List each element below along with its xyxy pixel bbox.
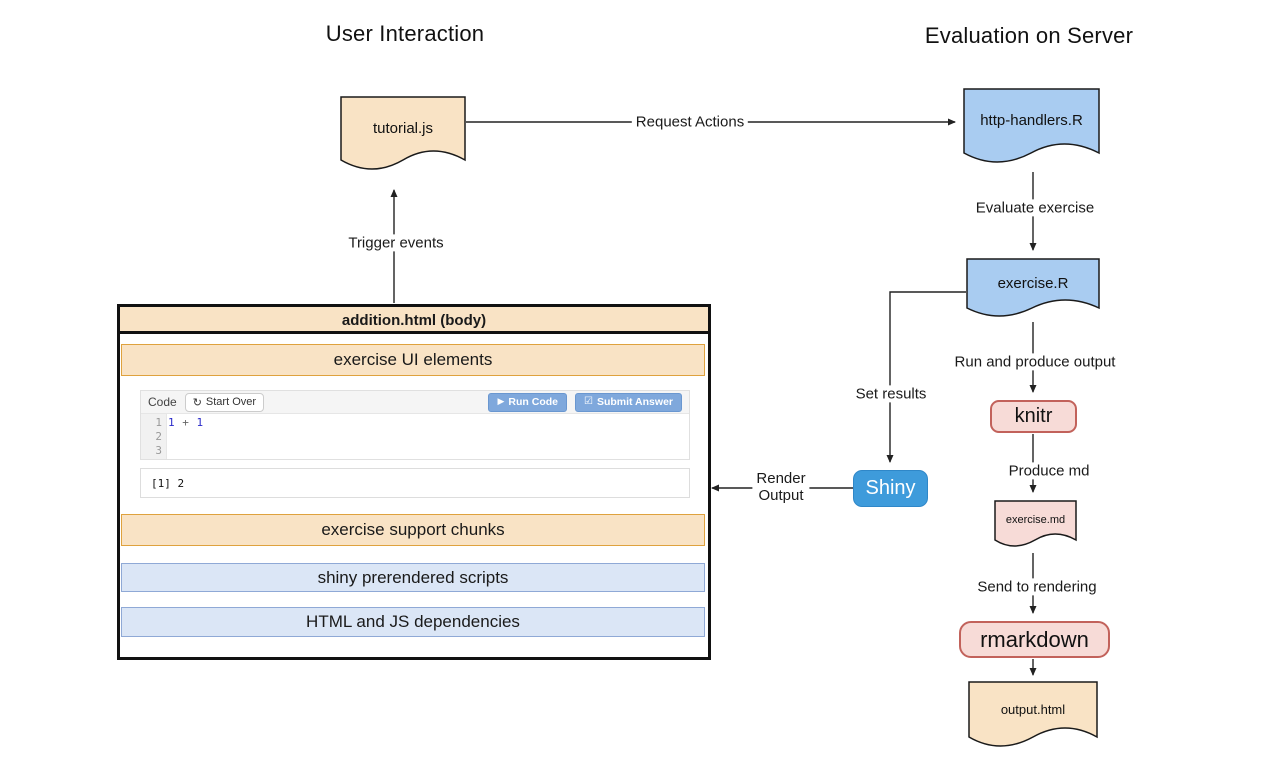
edge-label-request-actions: Request Actions [631,113,749,131]
node-label: exercise.md [1005,514,1066,526]
code-token: + [182,416,189,429]
document-shape-icon [340,96,466,170]
edge-label-run-produce: Run and produce output [950,353,1120,371]
right-column-title: Evaluation on Server [924,23,1134,48]
addition-html-box-title: addition.html (body) [120,307,708,334]
node-exercise-md: exercise.md [994,500,1077,552]
run-code-button[interactable]: ▶ Run Code [488,392,567,412]
document-shape-icon [968,681,1098,747]
edge-label-produce-md: Produce md [1004,462,1094,480]
code-editor[interactable]: 1 2 3 1 + 1 [141,414,689,459]
node-knitr: knitr [990,400,1077,433]
edge-label-send-rendering: Send to rendering [973,578,1101,596]
submit-answer-label: Submit Answer [596,396,673,408]
node-shiny: Shiny [853,470,928,507]
addition-html-box: addition.html (body) exercise UI element… [117,304,711,660]
edge-label-trigger-events: Trigger events [344,234,448,252]
node-tutorial-js: tutorial.js [340,96,466,177]
bar-shiny-prerendered-scripts: shiny prerendered scripts [121,563,705,592]
edge-label-render-output-line2: Output [758,487,804,504]
line-number: 3 [155,444,162,457]
node-http-handlers: http-handlers.R [963,88,1100,170]
code-label: Code [148,395,177,409]
exercise-output-box: [1] 2 [140,468,690,498]
run-code-label: Run Code [508,396,558,408]
code-token: 1 [196,416,204,429]
node-label: http-handlers.R [980,112,1083,129]
edge-label-set-results: Set results [851,385,931,403]
line-number: 2 [155,430,162,443]
edge-label-evaluate-exercise: Evaluate exercise [971,199,1099,217]
edge-label-render-output-line1: Render [756,469,806,487]
document-shape-icon [994,500,1077,547]
document-shape-icon [966,258,1100,317]
line-number: 1 [155,416,162,429]
exercise-code-widget: Code ↻ Start Over ▶ Run Code ☑ Submit An… [140,390,690,460]
editor-code-line[interactable]: 1 + 1 [168,416,203,430]
edge-label-render-output: Render Output [752,469,810,505]
node-exercise-r: exercise.R [966,258,1100,322]
node-label: exercise.R [997,274,1069,292]
bar-exercise-support-chunks: exercise support chunks [121,514,705,546]
code-token: 1 [168,416,175,429]
start-over-button[interactable]: ↻ Start Over [184,392,265,412]
document-shape-icon [963,88,1100,163]
left-column-title: User Interaction [325,21,485,46]
bar-html-js-dependencies: HTML and JS dependencies [121,607,705,637]
widget-toolbar: Code ↻ Start Over ▶ Run Code ☑ Submit An… [141,391,689,414]
checkbox-icon: ☑ [583,396,593,407]
start-over-label: Start Over [205,396,257,408]
node-label: tutorial.js [372,119,434,137]
submit-answer-button[interactable]: ☑ Submit Answer [574,392,682,412]
node-output-html: output.html [968,681,1098,755]
exercise-output-text: [1] 2 [151,476,185,490]
play-icon: ▶ [497,396,505,407]
node-rmarkdown: rmarkdown [959,621,1110,658]
bar-exercise-ui-elements: exercise UI elements [121,344,705,376]
editor-line-numbers: 1 2 3 [141,414,167,459]
node-label: output.html [1000,701,1066,717]
refresh-icon: ↻ [192,395,202,409]
